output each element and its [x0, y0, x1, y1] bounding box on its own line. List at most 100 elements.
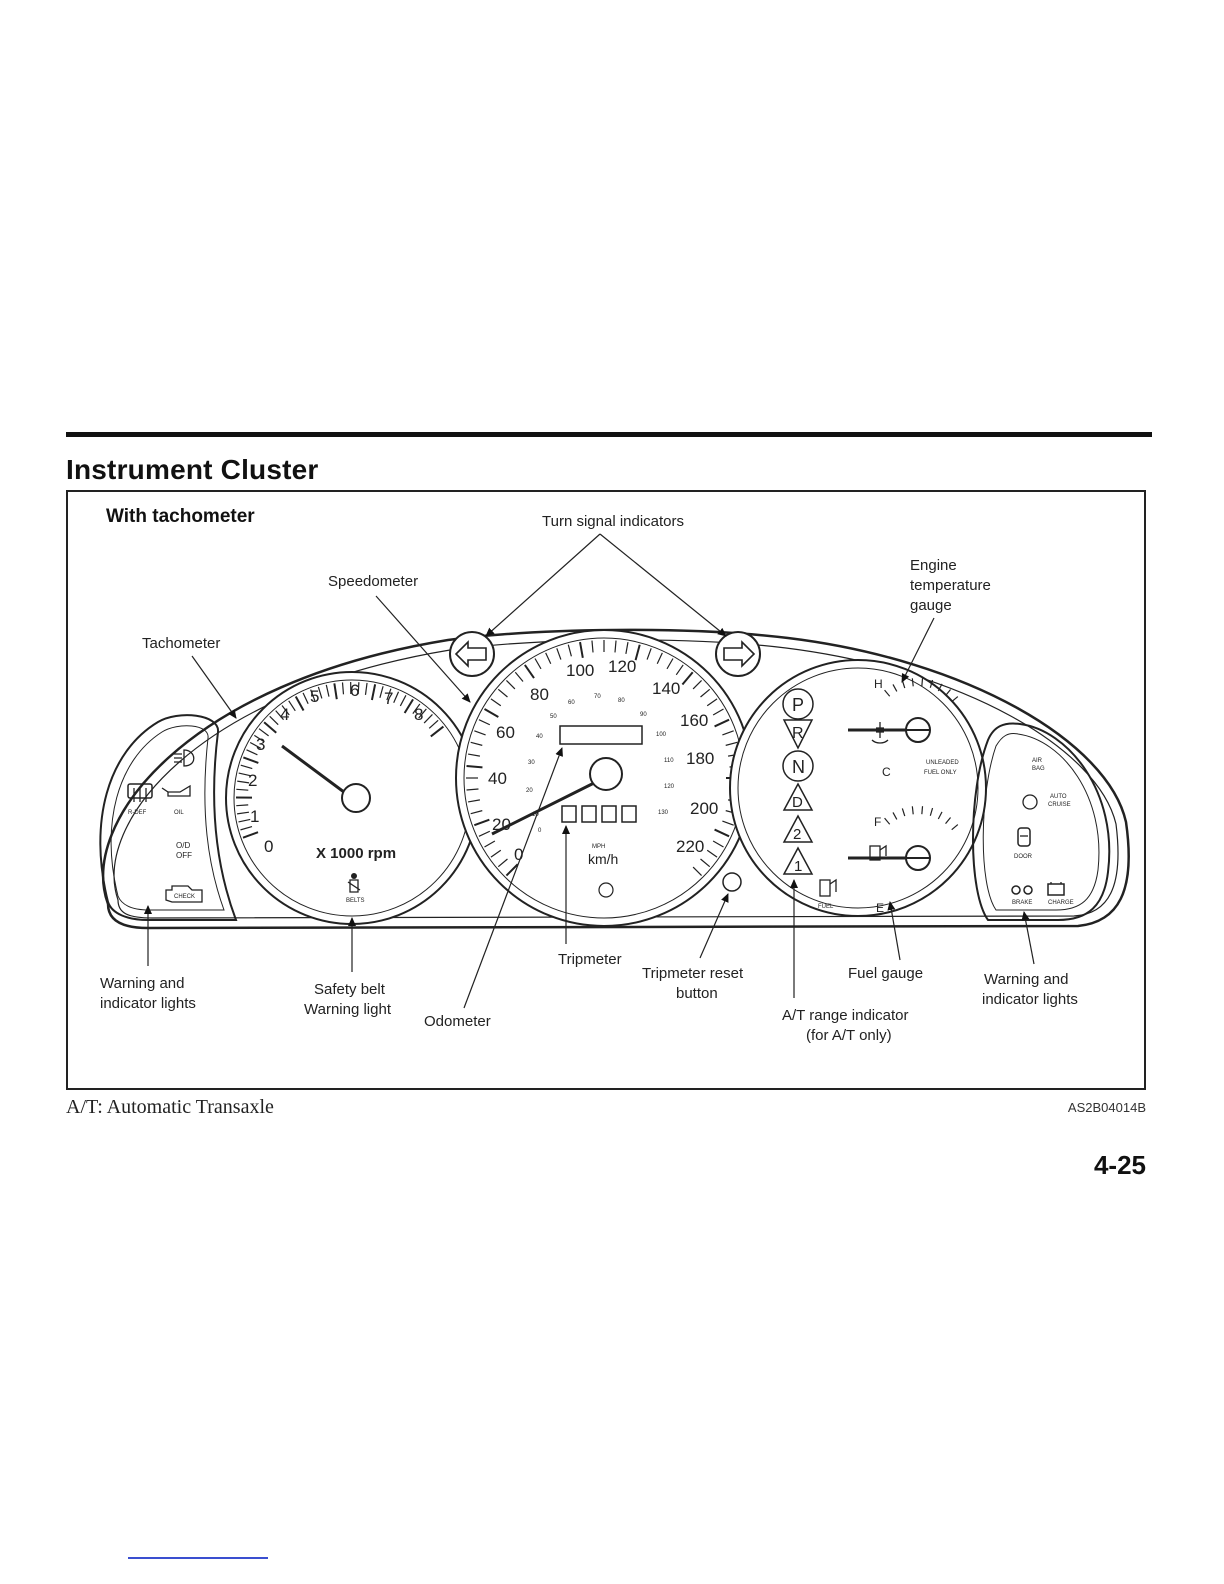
gear-indicator-1: 1	[782, 846, 814, 875]
mph-num-30: 30	[528, 760, 535, 766]
tachometer-needle	[281, 744, 353, 800]
check-label: CHECK	[174, 894, 195, 900]
callout-trip-reset-1: Tripmeter reset	[642, 965, 744, 982]
tach-unit: X 1000 rpm	[316, 845, 396, 862]
battery-charge-icon	[1047, 882, 1065, 896]
unleaded-label-1: UNLEADED	[926, 760, 959, 766]
temp-hot-label: H	[874, 677, 883, 691]
instrument-cluster-figure: With tachometer R-DEF OIL O/D OFF CHECK	[66, 490, 1146, 1090]
kmh-num-160: 160	[680, 711, 708, 730]
mph-num-70: 70	[594, 694, 601, 700]
kmh-num-200: 200	[690, 799, 718, 818]
door-label: DOOR	[1014, 854, 1033, 860]
callout-tripmeter: Tripmeter	[558, 951, 622, 968]
callout-safety-belt-1: Safety belt	[314, 981, 386, 998]
callout-speedometer: Speedometer	[328, 573, 418, 590]
callout-warning-right-2: indicator lights	[982, 991, 1078, 1008]
kmh-num-0: 0	[514, 845, 523, 864]
door-ajar-icon	[1017, 827, 1031, 847]
mph-num-90: 90	[640, 712, 647, 718]
callout-engine-temp-1: Engine	[910, 557, 957, 574]
left-warning-pod-inner	[110, 725, 225, 911]
temp-fuel-dial	[729, 659, 987, 917]
callout-turn-signal: Turn signal indicators	[542, 513, 684, 530]
callout-engine-temp-2: temperature	[910, 577, 991, 594]
tach-num-6: 6	[350, 681, 359, 700]
rdef-label: R-DEF	[128, 810, 147, 816]
mph-num-110: 110	[664, 758, 674, 764]
callout-at-range-1: A/T range indicator	[782, 1007, 908, 1024]
kmh-num-220: 220	[676, 837, 704, 856]
fuel-pump-icon	[869, 844, 887, 861]
tach-num-2: 2	[248, 771, 257, 790]
temp-cold-label: C	[882, 765, 891, 779]
callout-safety-belt-2: Warning light	[304, 1001, 392, 1018]
mph-num-50: 50	[550, 714, 557, 720]
mph-num-80: 80	[618, 698, 625, 704]
airbag-label-2: BAG	[1032, 766, 1045, 772]
svg-text:R: R	[792, 725, 804, 742]
tach-num-3: 3	[256, 735, 265, 754]
kmh-label: km/h	[588, 851, 618, 867]
svg-text:D: D	[792, 794, 803, 811]
tach-num-1: 1	[250, 807, 259, 826]
callout-trip-reset-2: button	[676, 985, 718, 1002]
od-label-1: O/D	[176, 841, 190, 850]
fuel-empty-label: E	[876, 901, 884, 915]
oil-can-icon	[161, 784, 191, 797]
tach-num-7: 7	[384, 689, 393, 708]
svg-text:1: 1	[794, 858, 802, 875]
figure-caption: A/T: Automatic Transaxle	[66, 1096, 274, 1118]
gear-indicator-r: R	[782, 719, 814, 750]
mph-num-60: 60	[568, 700, 575, 706]
mph-num-0: 0	[538, 828, 542, 834]
gear-indicator-d: D	[782, 782, 814, 811]
cluster-housing-inner	[113, 639, 1119, 919]
kmh-num-180: 180	[686, 749, 714, 768]
cluster-illustration: With tachometer R-DEF OIL O/D OFF CHECK	[99, 506, 1130, 1044]
kmh-num-100: 100	[566, 661, 594, 680]
fuel-gauge-ticks	[884, 806, 959, 831]
auto-cruise-label-2: CRUISE	[1048, 802, 1071, 808]
oil-label: OIL	[174, 810, 184, 816]
right-warning-pod	[972, 722, 1111, 921]
right-turn-signal-icon	[715, 631, 761, 677]
tachometer-hub	[341, 783, 371, 813]
svg-text:N: N	[792, 757, 805, 777]
speedometer-needle	[491, 776, 605, 836]
mph-num-20: 20	[526, 788, 533, 794]
tripmeter-reset-button[interactable]	[722, 872, 742, 892]
tripmeter-display	[561, 805, 637, 823]
abs-icon	[1022, 794, 1038, 810]
callout-at-range-2: (for A/T only)	[806, 1027, 892, 1044]
rear-defrost-icon	[127, 783, 153, 802]
section-title: Instrument Cluster	[66, 454, 319, 485]
check-engine-icon	[165, 885, 203, 903]
callout-tachometer: Tachometer	[142, 635, 220, 652]
gear-indicator-2: 2	[782, 814, 814, 843]
callout-warning-right-1: Warning and	[984, 971, 1069, 988]
auto-cruise-label-1: AUTO	[1050, 794, 1067, 800]
callout-odometer: Odometer	[424, 1013, 491, 1030]
tachometer-ticks	[235, 682, 445, 839]
fuel-full-label: F	[874, 815, 881, 829]
gear-indicator-n: N	[782, 750, 814, 782]
speedometer-pivot-screw	[598, 882, 614, 898]
kmh-num-40: 40	[488, 769, 507, 788]
figure-code: AS2B04014B	[1067, 1100, 1146, 1115]
temp-fuel-bezel	[737, 667, 979, 909]
kmh-num-60: 60	[496, 723, 515, 742]
mph-num-40: 40	[536, 734, 543, 740]
mph-label: MPH	[592, 844, 605, 850]
brake-label: BRAKE	[1012, 900, 1032, 906]
kmh-num-20: 20	[492, 815, 511, 834]
right-warning-pod-inner	[982, 733, 1100, 911]
mph-num-10: 10	[532, 812, 539, 818]
belts-label: BELTS	[346, 898, 365, 904]
svg-text:P: P	[792, 695, 804, 715]
callout-fuel-gauge: Fuel gauge	[848, 965, 923, 982]
unleaded-label-2: FUEL ONLY	[924, 770, 957, 776]
od-label-2: OFF	[176, 851, 192, 860]
footer-rule	[128, 1557, 268, 1559]
temp-gauge-ticks	[884, 678, 959, 703]
